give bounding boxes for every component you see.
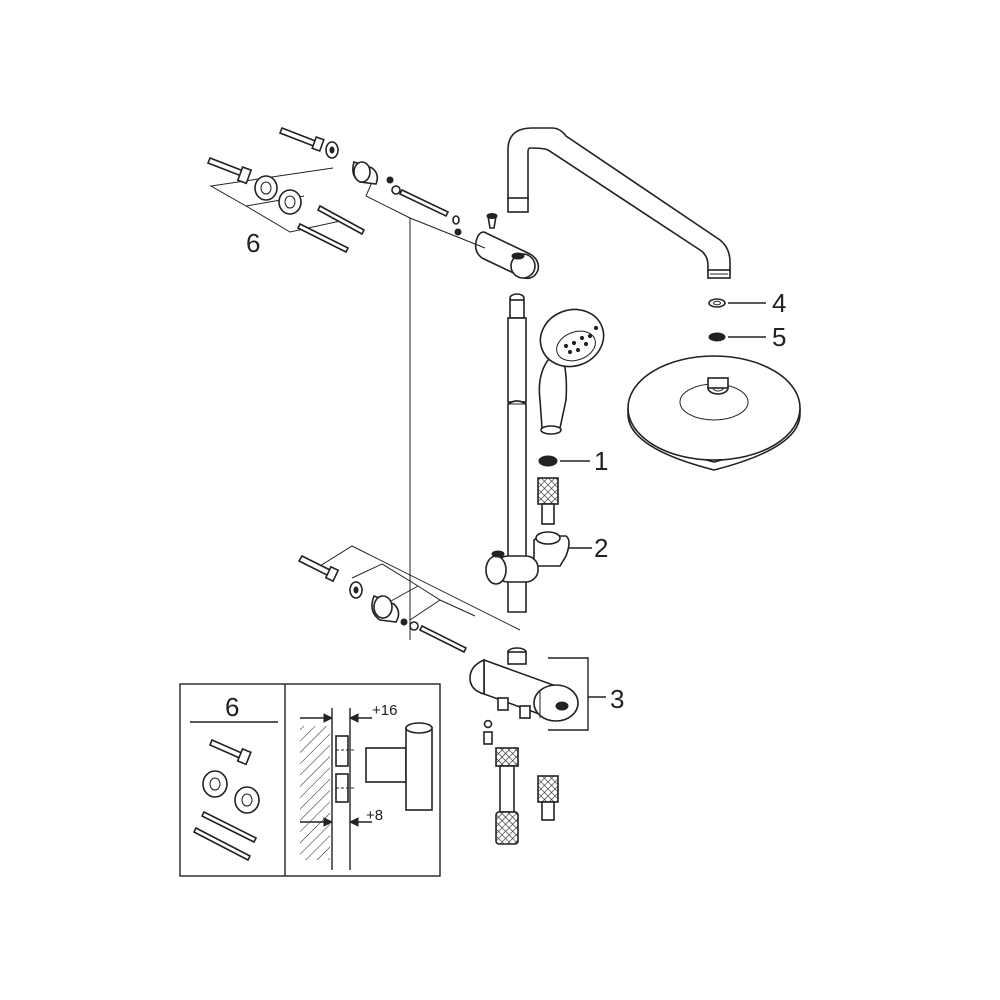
upper-screw [278,126,325,153]
seal-1 [538,455,558,467]
connector-stubs [497,697,531,719]
slider-holder [485,531,570,585]
set-screw [483,719,493,745]
inset-spacer-b [234,786,260,814]
upper-wall-anchor [352,160,379,185]
label-6: 6 [246,228,260,258]
upper-wall-bracket [474,213,540,280]
hose-lower [495,747,519,845]
lower-wall-anchor [371,594,400,623]
lower-screw [297,554,340,583]
dim-label-bottom: +8 [366,807,383,824]
inset-spacer-a [202,770,228,798]
label-2: 2 [594,533,608,563]
spacer-section-upper [335,735,349,767]
inset-screw [208,738,252,766]
wall-hatch [300,726,330,860]
inset-dowel-b [192,826,252,862]
inset-dowel-a [200,810,258,844]
hand-shower [538,308,605,435]
hose-nut-upper [537,477,559,525]
label-4: 4 [772,288,786,318]
label-3: 3 [610,684,624,714]
seal-5 [708,332,726,342]
lower-washer [349,581,363,599]
detail-inset: 6 [179,683,441,877]
shower-arm [507,127,731,279]
hose-nut-lower-right [537,775,559,821]
kit-6-spacer-b [278,189,302,215]
bracket-3 [548,657,589,731]
lower-long-screw [400,618,468,654]
dim-label-top: +16 [372,702,397,719]
thermostat-mixer [469,647,579,722]
kit-6-dowel-b [296,222,350,254]
label-1: 1 [594,446,608,476]
seal-ring-4 [708,298,726,308]
upper-washer [325,141,339,159]
bracket-section [365,722,433,811]
upper-long-screw [386,176,462,236]
inset-kit-label: 6 [225,692,239,722]
kit-6-spacer-a [254,175,278,201]
label-5: 5 [772,322,786,352]
kit-6-dowel-a [316,204,366,236]
head-shower [627,355,801,471]
kit-6-screw [206,156,253,185]
